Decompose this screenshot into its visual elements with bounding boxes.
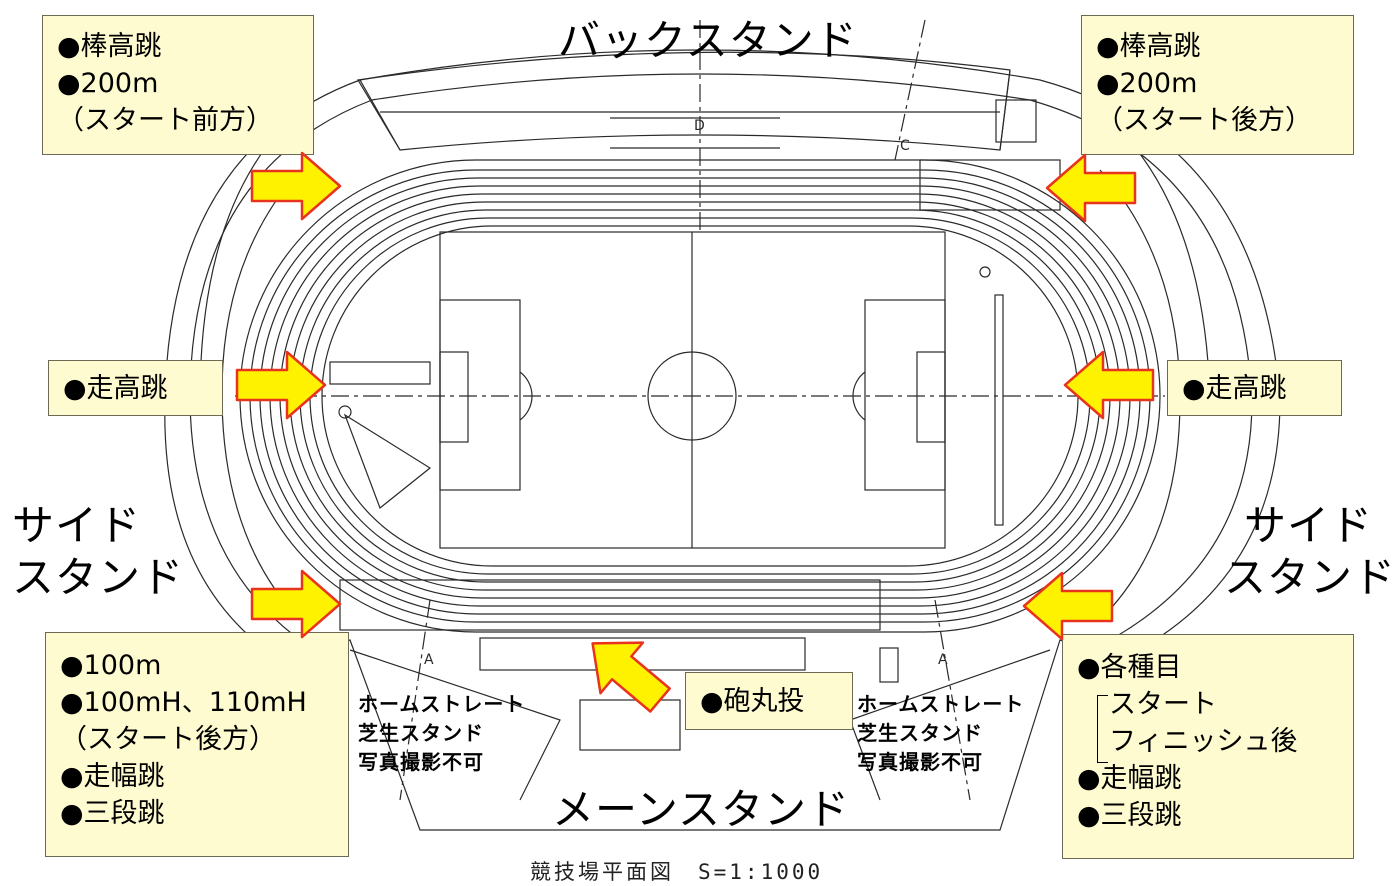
homestretch-notice-left-line3: 写真撮影不可 bbox=[358, 750, 484, 774]
note-bottom-left-line3: （スタート後方） bbox=[60, 724, 276, 755]
note-top-right-line3: （スタート後方） bbox=[1096, 105, 1312, 136]
side-stand-right-line1: サイド bbox=[1244, 501, 1374, 550]
section-mark-a-right: A bbox=[938, 652, 948, 668]
note-top-left: ●棒高跳 ●200m （スタート前方） bbox=[42, 15, 314, 155]
back-stand-roof bbox=[357, 51, 1011, 151]
side-stand-right-line2: スタンド bbox=[1224, 553, 1395, 602]
note-top-right: ●棒高跳 ●200m （スタート後方） bbox=[1081, 15, 1354, 155]
plan-caption: 競技場平面図 S=1:1000 bbox=[530, 860, 824, 884]
back-stand-label: バックスタンド bbox=[558, 16, 858, 65]
main-stand-label: メーンスタンド bbox=[552, 785, 851, 834]
note-bottom-left-line4: ●走幅跳 bbox=[60, 761, 165, 792]
note-top-left-line1: ●棒高跳 bbox=[57, 31, 162, 62]
note-bottom-right-line4: ●走幅跳 bbox=[1077, 763, 1182, 794]
homestretch-notice-right-line1: ホームストレート bbox=[857, 692, 1025, 716]
side-stand-left-label: サイド スタンド bbox=[12, 502, 184, 602]
homestretch-notice-left: ホームストレート 芝生スタンド 写真撮影不可 bbox=[358, 690, 525, 777]
main-stand-structure bbox=[479, 637, 806, 671]
note-bottom-left-line2: ●100mH、110mH bbox=[60, 687, 307, 718]
note-mid-right-text: ●走高跳 bbox=[1182, 372, 1287, 404]
section-mark-c: C bbox=[900, 138, 910, 154]
homestretch-notice-right-line3: 写真撮影不可 bbox=[857, 750, 983, 774]
note-bottom-right-line5: ●三段跳 bbox=[1077, 800, 1182, 831]
note-top-left-line3: （スタート前方） bbox=[57, 105, 273, 136]
side-stand-left-line2: スタンド bbox=[12, 553, 185, 602]
section-mark-a-left: A bbox=[424, 652, 434, 668]
homestretch-notice-left-line1: ホームストレート bbox=[358, 692, 526, 716]
bracket-icon bbox=[1097, 695, 1108, 763]
note-bottom-right-line2: スタート bbox=[1109, 689, 1217, 720]
note-mid-right: ●走高跳 bbox=[1167, 360, 1342, 416]
note-bottom-right-line3: フィニッシュ後 bbox=[1109, 726, 1298, 757]
side-stand-right-label: サイド スタンド bbox=[1224, 502, 1395, 602]
throwing-sector bbox=[343, 413, 432, 509]
note-top-right-line1: ●棒高跳 bbox=[1096, 31, 1201, 62]
stadium-inner-wall bbox=[371, 73, 1253, 641]
center-circle bbox=[647, 351, 737, 441]
note-bottom-left: ●100m ●100mH、110mH （スタート後方） ●走幅跳 ●三段跳 bbox=[45, 632, 349, 857]
side-stand-left-line1: サイド bbox=[12, 501, 142, 550]
note-mid-left: ●走高跳 bbox=[48, 360, 223, 416]
note-shot-put: ●砲丸投 bbox=[685, 672, 853, 730]
note-top-left-line2: ●200m bbox=[57, 68, 159, 99]
homestretch-notice-right: ホームストレート 芝生スタンド 写真撮影不可 bbox=[857, 690, 1024, 777]
homestretch-notice-right-line2: 芝生スタンド bbox=[857, 721, 983, 745]
homestretch-notice-left-line2: 芝生スタンド bbox=[358, 721, 484, 745]
note-shot-put-text: ●砲丸投 bbox=[700, 685, 805, 717]
note-bottom-right: ●各種目 スタート フィニッシュ後 ●走幅跳 ●三段跳 bbox=[1062, 634, 1354, 859]
note-bottom-left-line1: ●100m bbox=[60, 650, 162, 681]
note-mid-left-text: ●走高跳 bbox=[63, 372, 168, 404]
section-mark-d: D bbox=[694, 118, 705, 134]
note-bottom-left-line5: ●三段跳 bbox=[60, 798, 165, 829]
note-bottom-right-line1: ●各種目 bbox=[1077, 652, 1182, 683]
note-top-right-line2: ●200m bbox=[1096, 68, 1198, 99]
